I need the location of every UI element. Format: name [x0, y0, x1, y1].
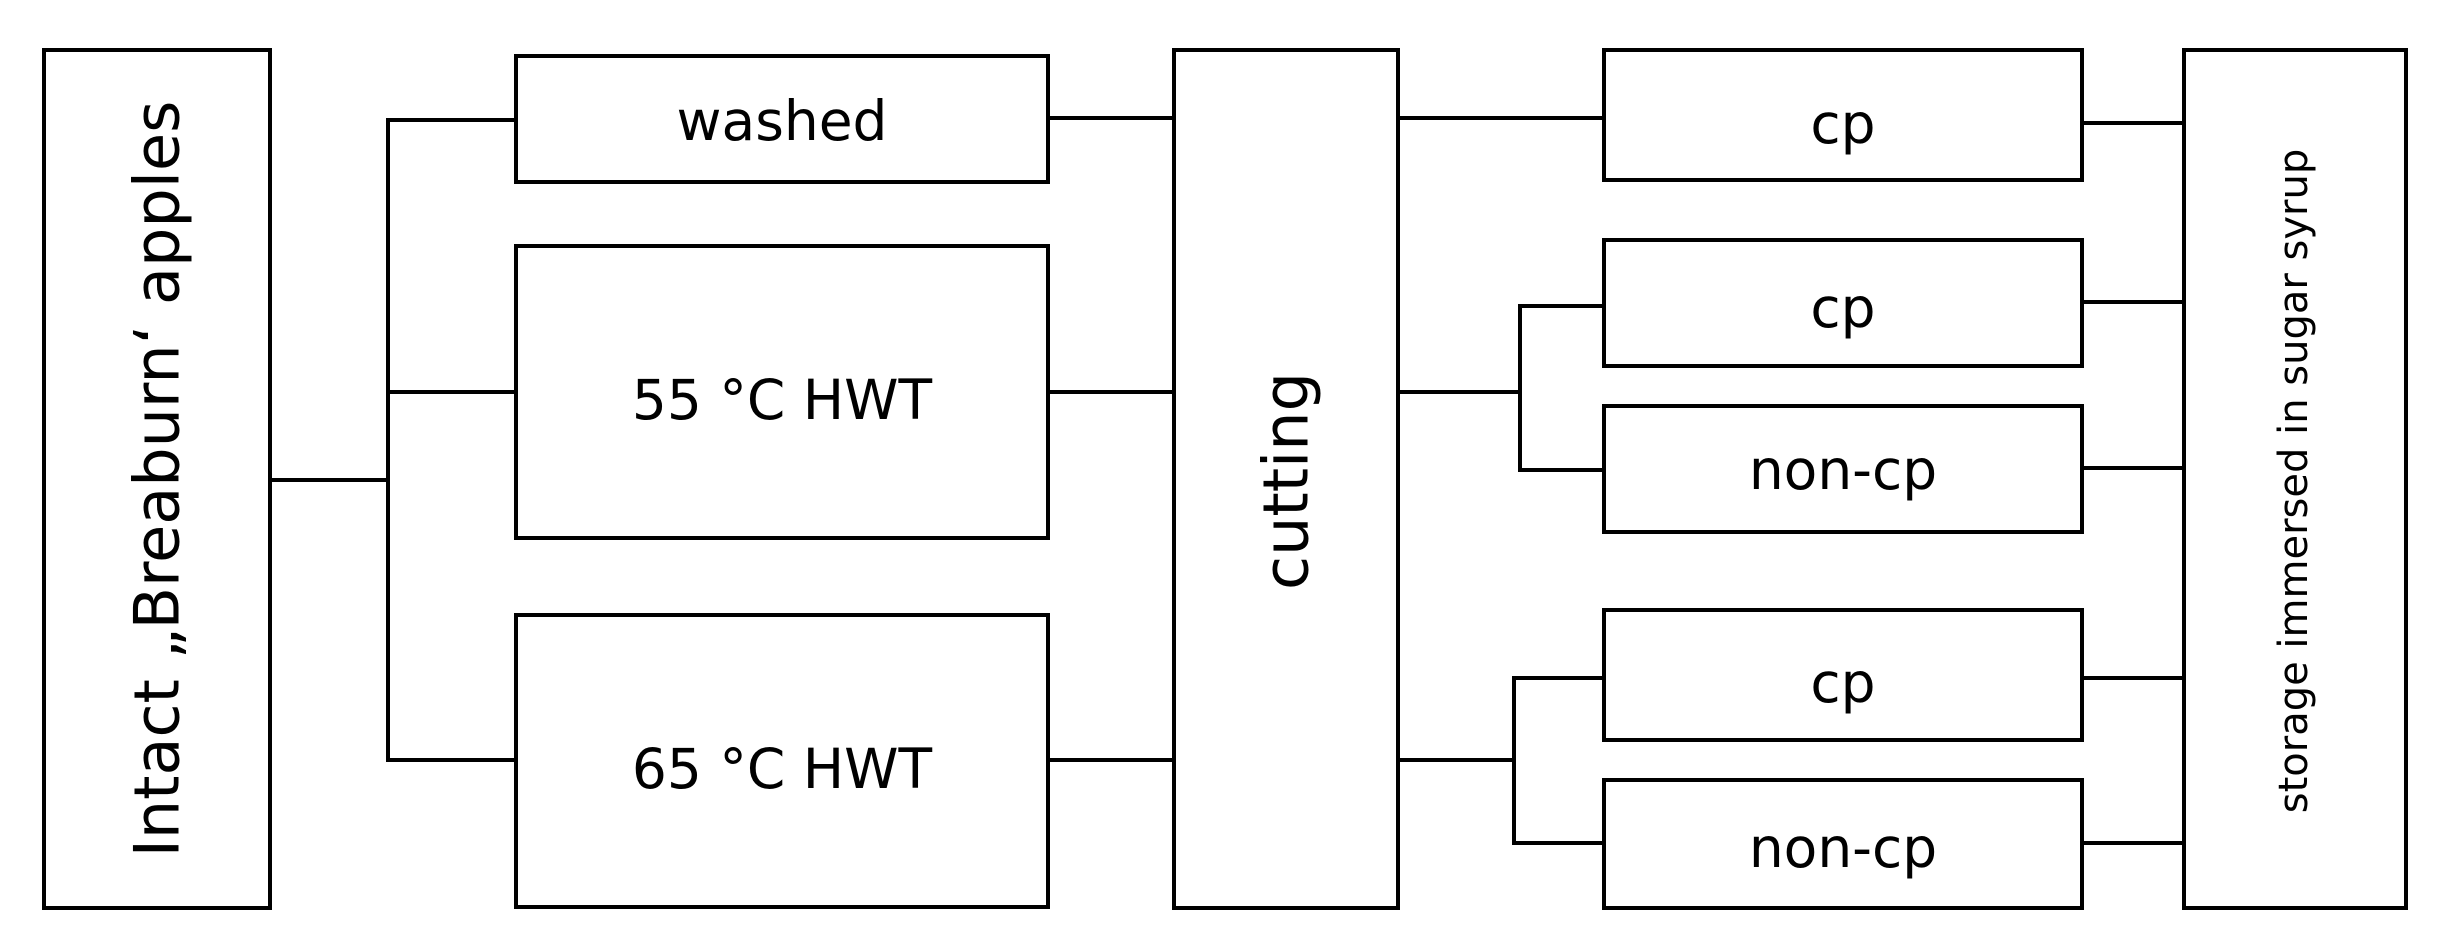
source-label: Intact „Breaburn‘ apples	[121, 101, 194, 858]
treatment-washed-label: washed	[677, 89, 888, 153]
cutting-label: cutting	[1250, 372, 1323, 590]
treatment-hwt55-label: 55 °C HWT	[632, 368, 933, 432]
treatment-hwt65-box: 65 °C HWT	[514, 613, 1050, 909]
outcome-washed-cp-box: cp	[1602, 48, 2084, 182]
source-box: Intact „Breaburn‘ apples	[42, 48, 272, 910]
cutting-box: cutting	[1172, 48, 1400, 910]
outcome-hwt55-noncp-label: non-cp	[1749, 438, 1937, 502]
treatment-washed-box: washed	[514, 54, 1050, 184]
treatment-hwt65-label: 65 °C HWT	[632, 737, 933, 801]
outcome-hwt65-cp-box: cp	[1602, 608, 2084, 742]
outcome-hwt65-noncp-box: non-cp	[1602, 778, 2084, 910]
outcome-hwt65-noncp-label: non-cp	[1749, 816, 1937, 880]
outcome-hwt55-cp-box: cp	[1602, 238, 2084, 368]
outcome-washed-cp-label: cp	[1810, 92, 1875, 156]
storage-label: storage immersed in sugar syrup	[2271, 149, 2317, 813]
outcome-hwt65-cp-label: cp	[1810, 651, 1875, 715]
treatment-hwt55-box: 55 °C HWT	[514, 244, 1050, 540]
connectors	[268, 116, 2186, 845]
outcome-hwt55-noncp-box: non-cp	[1602, 404, 2084, 534]
storage-box: storage immersed in sugar syrup	[2182, 48, 2408, 910]
outcome-hwt55-cp-label: cp	[1810, 276, 1875, 340]
